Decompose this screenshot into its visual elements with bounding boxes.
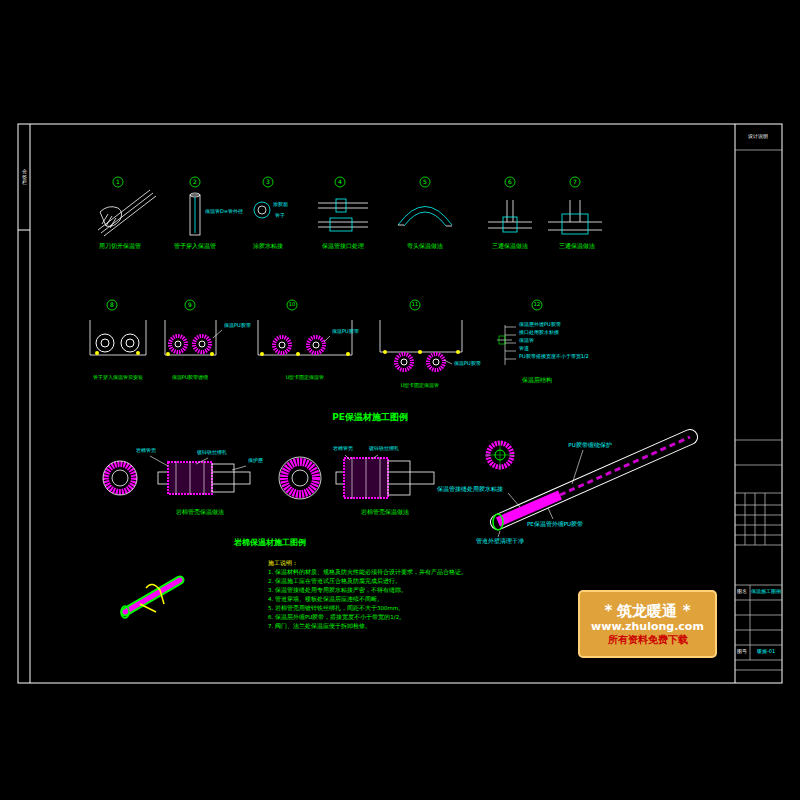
figure-caption: 保温管接口处理: [322, 243, 364, 249]
title-block-text: 图名: [737, 589, 747, 595]
callout-number: 8: [110, 302, 114, 309]
part-label: PU胶带搭接宽度不小于带宽1/2: [519, 354, 589, 360]
figure-caption: 弯头保温做法: [407, 243, 443, 249]
figure-caption: 岩棉管壳保温做法: [361, 509, 409, 515]
section-heading: PE保温材施工图例: [332, 413, 408, 423]
figure-caption: U型卡固定保温管: [401, 383, 440, 389]
callout-number: 3: [266, 179, 270, 186]
callout-number: 2: [193, 179, 197, 186]
sign-strip-text: 会签栏: [22, 169, 27, 186]
row2-pipes: [95, 325, 516, 370]
part-label: PE保温管外缠PU胶带: [527, 521, 583, 527]
callout-number: 11: [412, 302, 418, 308]
callout-number: 6: [508, 179, 512, 186]
figure-caption: 岩棉管壳保温做法: [176, 509, 224, 515]
title-block-text: 保温施工图例: [751, 589, 781, 595]
section-heading: 岩棉保温材施工图例: [234, 539, 306, 548]
figure-caption: U型卡固定保温管: [286, 375, 325, 381]
note-text: 5. 岩棉管壳用镀锌铁丝绑扎，间距不大于300mm。: [268, 605, 404, 611]
figure-caption: 保温层结构: [522, 377, 552, 383]
part-label: 岩棉管壳: [136, 448, 156, 454]
part-label: 岩棉管壳: [333, 446, 353, 452]
title-block-text: 图号: [737, 649, 747, 655]
figure-caption: 保温PU胶带缠绕: [172, 375, 209, 381]
figure-caption: 三通保温做法: [559, 243, 595, 249]
part-label: 保温管D=管外径: [205, 209, 243, 215]
callout-number: 1: [116, 179, 120, 186]
title-block-text: 设计说明: [748, 134, 768, 140]
row1-figures: [98, 190, 602, 236]
part-label: 涂胶面: [273, 202, 288, 208]
watermark-box: * 筑龙暖通 *www.zhulong.com所有资料免费下载: [578, 590, 717, 658]
figure-caption: 三通保温做法: [492, 243, 528, 249]
part-label: 保温管接缝处用胶水粘接: [437, 486, 503, 492]
bracket-pipe-figure: [121, 580, 180, 618]
title-block: [735, 150, 782, 670]
figure-caption: 管子穿入保温管后安装: [93, 375, 143, 381]
note-text: 2. 保温施工应在管道试压合格及防腐完成后进行。: [268, 578, 401, 584]
part-label: 管道: [519, 346, 529, 352]
callout-number: 5: [423, 179, 427, 186]
figure-caption: 管子穿入保温管: [174, 243, 216, 249]
notes-heading: 施工说明：: [268, 560, 298, 567]
figure-caption: 涂胶水粘接: [253, 243, 283, 249]
pe-pipe-figure: [486, 437, 690, 537]
part-label: 保温层外缠PU胶带: [519, 322, 561, 328]
note-text: 4. 管道穿墙、楼板处保温层应连续不间断。: [268, 596, 383, 602]
rockwool-figures: [103, 455, 434, 499]
callout-number: 9: [188, 302, 192, 309]
watermark-text: 所有资料免费下载: [608, 634, 688, 647]
row2-hangers: [90, 320, 462, 355]
watermark-text: * 筑龙暖通 *: [604, 602, 690, 621]
part-label: 接口处用胶水粘接: [519, 330, 559, 336]
callout-number: 10: [289, 302, 295, 308]
title-block-text: 暖施-01: [757, 649, 775, 655]
part-label: 保温PU胶带: [454, 361, 481, 367]
callout-circles: [107, 177, 580, 310]
part-label: 保护层: [248, 458, 263, 464]
part-label: 保温PU胶带: [332, 329, 359, 335]
part-label: PU胶带缠绕保护: [568, 442, 611, 448]
part-label: 镀锌铁丝绑扎: [197, 450, 227, 456]
callout-number: 7: [573, 179, 577, 186]
drawing-frame: [18, 124, 782, 683]
callout-number: 4: [338, 179, 342, 186]
watermark-text: www.zhulong.com: [591, 620, 704, 634]
note-text: 1. 保温材料的材质、规格及防火性能必须符合设计要求，并有产品合格证。: [268, 569, 467, 575]
note-text: 3. 保温管接缝处用专用胶水粘接严密，不得有缝隙。: [268, 587, 407, 593]
note-text: 6. 保温层外缠PU胶带，搭接宽度不小于带宽的1/2。: [268, 614, 405, 620]
callout-number: 12: [534, 302, 540, 308]
part-label: 管道外壁清理干净: [476, 538, 524, 544]
part-label: 保温PU胶带: [224, 323, 251, 329]
part-label: 保温管: [519, 338, 534, 344]
note-text: 7. 阀门、法兰处保温应便于拆卸检修。: [268, 623, 371, 629]
figure-caption: 用刀切开保温管: [99, 243, 141, 249]
part-label: 管子: [275, 213, 285, 219]
part-label: 镀锌铁丝绑扎: [369, 446, 399, 452]
